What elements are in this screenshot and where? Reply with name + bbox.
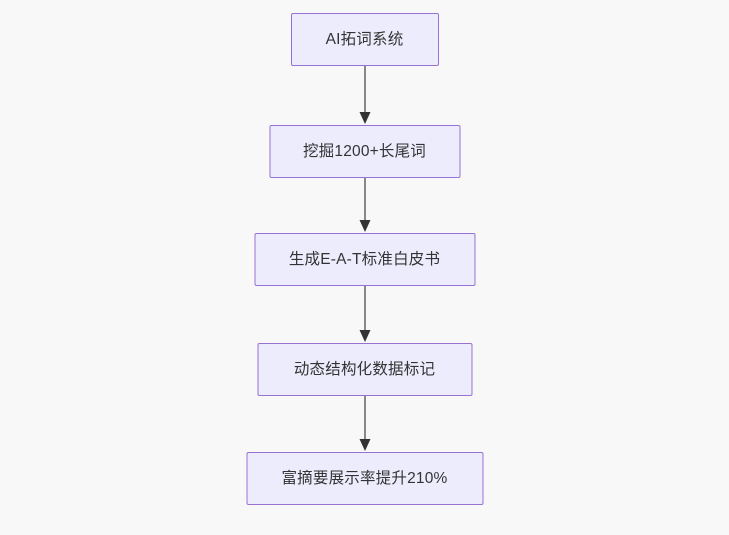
flow-node-label: 动态结构化数据标记 [293, 360, 436, 378]
flow-edge-n2-n3 [358, 286, 372, 343]
flow-edge-n3-n4 [358, 396, 372, 452]
flow-node-mine-longtail-keywords[interactable]: 挖掘1200+长尾词 [269, 125, 460, 178]
flow-edge-n1-n2 [358, 178, 372, 233]
flow-node-generate-eat-whitepaper[interactable]: 生成E-A-T标准白皮书 [254, 233, 475, 286]
flow-node-label: 富摘要展示率提升210% [281, 469, 448, 487]
flow-node-dynamic-structured-data-markup[interactable]: 动态结构化数据标记 [257, 343, 472, 396]
flow-edge-n0-n1 [358, 66, 372, 125]
flow-node-label: AI拓词系统 [325, 30, 404, 48]
flow-node-ai-keyword-system[interactable]: AI拓词系统 [290, 13, 439, 66]
flow-node-label: 挖掘1200+长尾词 [302, 142, 427, 160]
flow-node-label: 生成E-A-T标准白皮书 [288, 250, 441, 268]
flow-node-rich-snippet-impression-lift[interactable]: 富摘要展示率提升210% [246, 452, 483, 505]
